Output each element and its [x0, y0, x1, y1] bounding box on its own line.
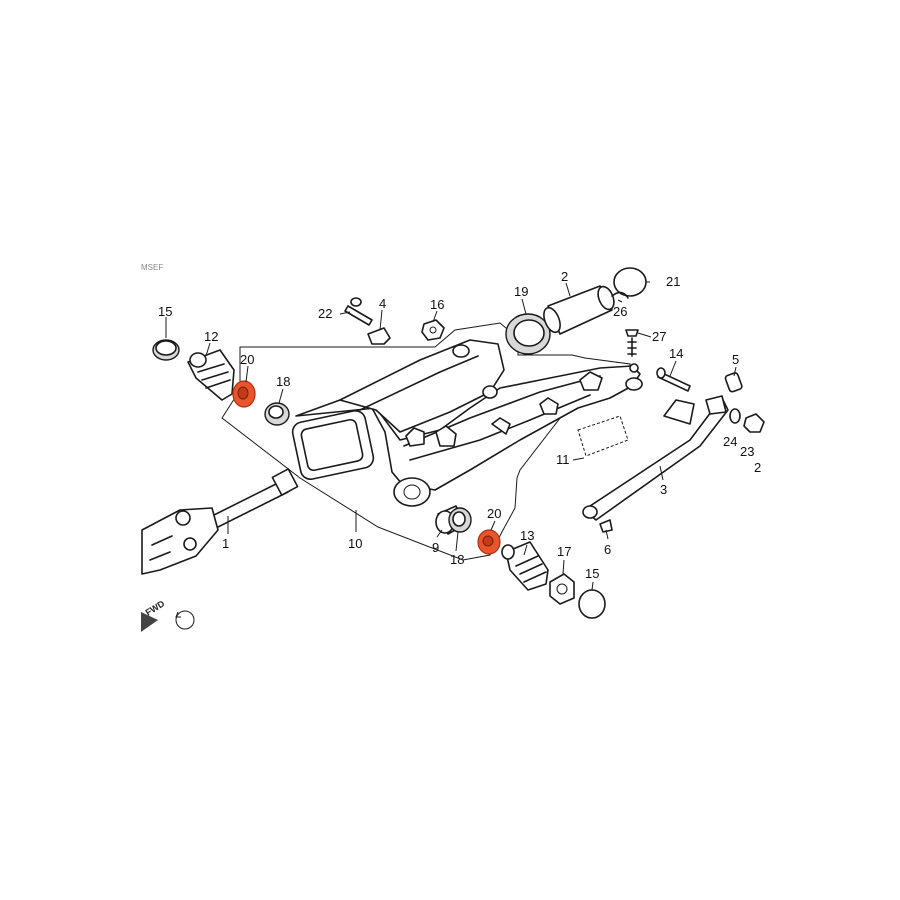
callout-9: 9 [432, 540, 439, 555]
swingarm [291, 339, 643, 507]
boot-2 [543, 285, 615, 335]
nut-23 [743, 413, 765, 433]
callout-27: 27 [652, 329, 666, 344]
cap-15-left [152, 339, 180, 361]
pivot-bolt-12 [187, 349, 235, 401]
callout-18-left: 18 [276, 374, 290, 389]
callout-15-left: 15 [158, 304, 172, 319]
clip-4 [367, 327, 391, 345]
pivot-bolt-13 [501, 541, 549, 591]
cap-15-right [578, 589, 606, 619]
callout-12: 12 [204, 329, 218, 344]
washer-24 [729, 408, 741, 424]
callout-17: 17 [557, 544, 571, 559]
callout-16: 16 [430, 297, 444, 312]
callout-19: 19 [514, 284, 528, 299]
callout-4: 4 [379, 296, 386, 311]
bearing-18-left [264, 402, 290, 426]
seal-20-left [232, 380, 256, 408]
plate-11-leader [572, 457, 585, 461]
torque-rod-3 [582, 395, 729, 521]
callout-24: 24 [723, 434, 737, 449]
pin-6 [599, 519, 613, 533]
seal-20-right [477, 529, 501, 555]
callout-18-right: 18 [450, 552, 464, 567]
callout-22: 22 [318, 306, 332, 321]
bolt-14 [656, 367, 691, 392]
nut-17 [549, 573, 575, 605]
callout-11: 11 [556, 452, 570, 467]
callout-26: 26 [613, 304, 627, 319]
callouts: 15 12 20 18 22 4 16 19 2 21 26 27 14 5 2… [158, 269, 761, 581]
diagram-code: MSEF [141, 263, 163, 272]
callout-5: 5 [732, 352, 739, 367]
bearing-18-right [448, 507, 472, 533]
forward-arrow: FWD [141, 598, 195, 632]
drive-shaft [141, 468, 299, 575]
callout-3: 3 [660, 482, 667, 497]
nut-16 [421, 319, 445, 341]
collar-5 [724, 372, 743, 393]
callout-20-right: 20 [487, 506, 501, 521]
plate-11 [577, 415, 629, 457]
clip-26 [611, 291, 629, 299]
callout-14: 14 [669, 346, 683, 361]
callout-6: 6 [604, 542, 611, 557]
callout-2: 2 [561, 269, 568, 284]
callout-15-right: 15 [585, 566, 599, 581]
boot-19 [505, 313, 551, 355]
callout-10: 10 [348, 536, 362, 551]
callout-2-edge: 2 [754, 460, 761, 475]
callout-13: 13 [520, 528, 534, 543]
breather-27 [625, 329, 639, 357]
callout-21: 21 [666, 274, 680, 289]
callout-23: 23 [740, 444, 754, 459]
leader-lines [165, 281, 737, 591]
bolt-22 [344, 297, 373, 326]
callout-1: 1 [222, 536, 229, 551]
fwd-label: FWD [144, 598, 167, 618]
callout-20-left: 20 [240, 352, 254, 367]
